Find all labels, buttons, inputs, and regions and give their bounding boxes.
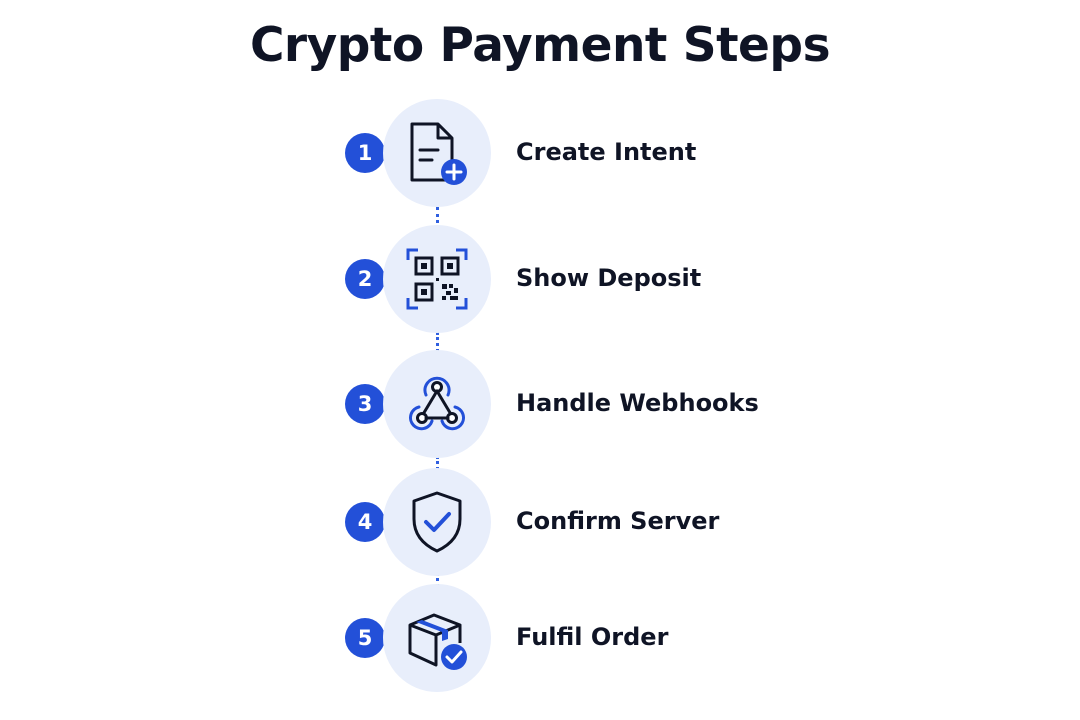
step-icon-circle	[383, 350, 491, 458]
step-icon-circle	[383, 99, 491, 207]
qr-code-icon	[406, 248, 468, 310]
webhook-icon	[409, 376, 465, 431]
step-number-badge: 4	[345, 502, 385, 542]
step-label: Show Deposit	[516, 264, 702, 292]
step-connector	[436, 332, 439, 352]
step-3: 3 Handle Webhooks	[0, 349, 1080, 459]
step-1: 1 Create Intent	[0, 98, 1080, 208]
step-label: Create Intent	[516, 138, 697, 166]
step-connector	[436, 573, 439, 593]
step-icon-circle	[383, 584, 491, 692]
step-number-badge: 2	[345, 259, 385, 299]
step-label: Fulfil Order	[516, 623, 669, 651]
step-4: 4 Confirm Server	[0, 467, 1080, 577]
step-number-badge: 3	[345, 384, 385, 424]
step-connector	[436, 207, 439, 229]
document-plus-icon	[410, 122, 467, 185]
shield-check-icon	[412, 491, 462, 553]
diagram-title: Crypto Payment Steps	[249, 18, 831, 73]
step-number-badge: 1	[345, 133, 385, 173]
step-2: 2 Show Deposit	[0, 224, 1080, 334]
step-connector	[436, 456, 439, 476]
step-icon-circle	[383, 225, 491, 333]
package-check-icon	[408, 613, 467, 670]
step-label: Handle Webhooks	[516, 389, 759, 417]
step-5: 5 Fulfil Order	[0, 583, 1080, 693]
step-number-badge: 5	[345, 618, 385, 658]
step-label: Confirm Server	[516, 507, 720, 535]
step-icon-circle	[383, 468, 491, 576]
